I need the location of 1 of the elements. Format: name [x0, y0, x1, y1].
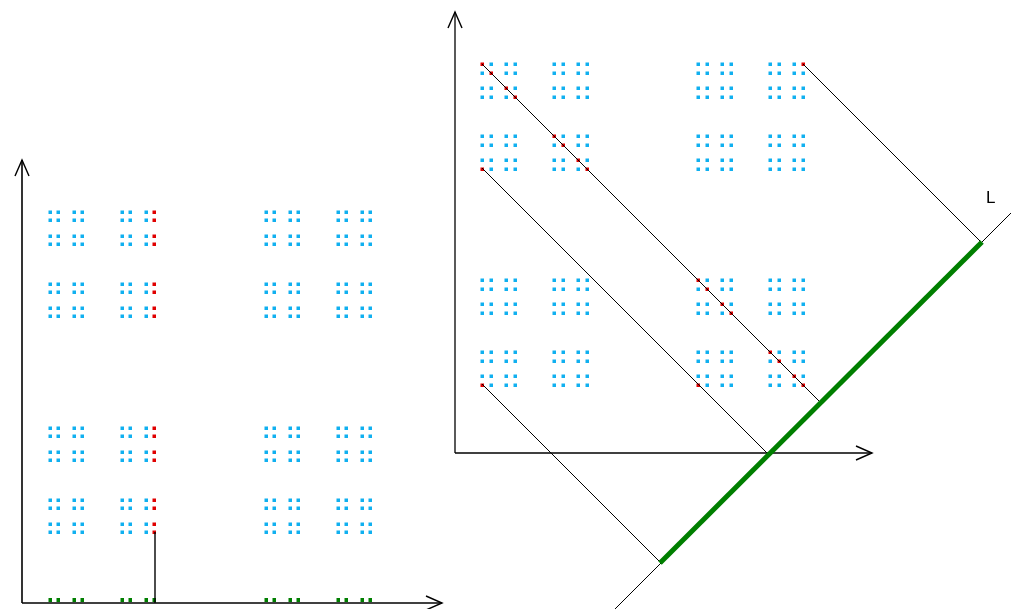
line-label: L — [986, 189, 996, 206]
